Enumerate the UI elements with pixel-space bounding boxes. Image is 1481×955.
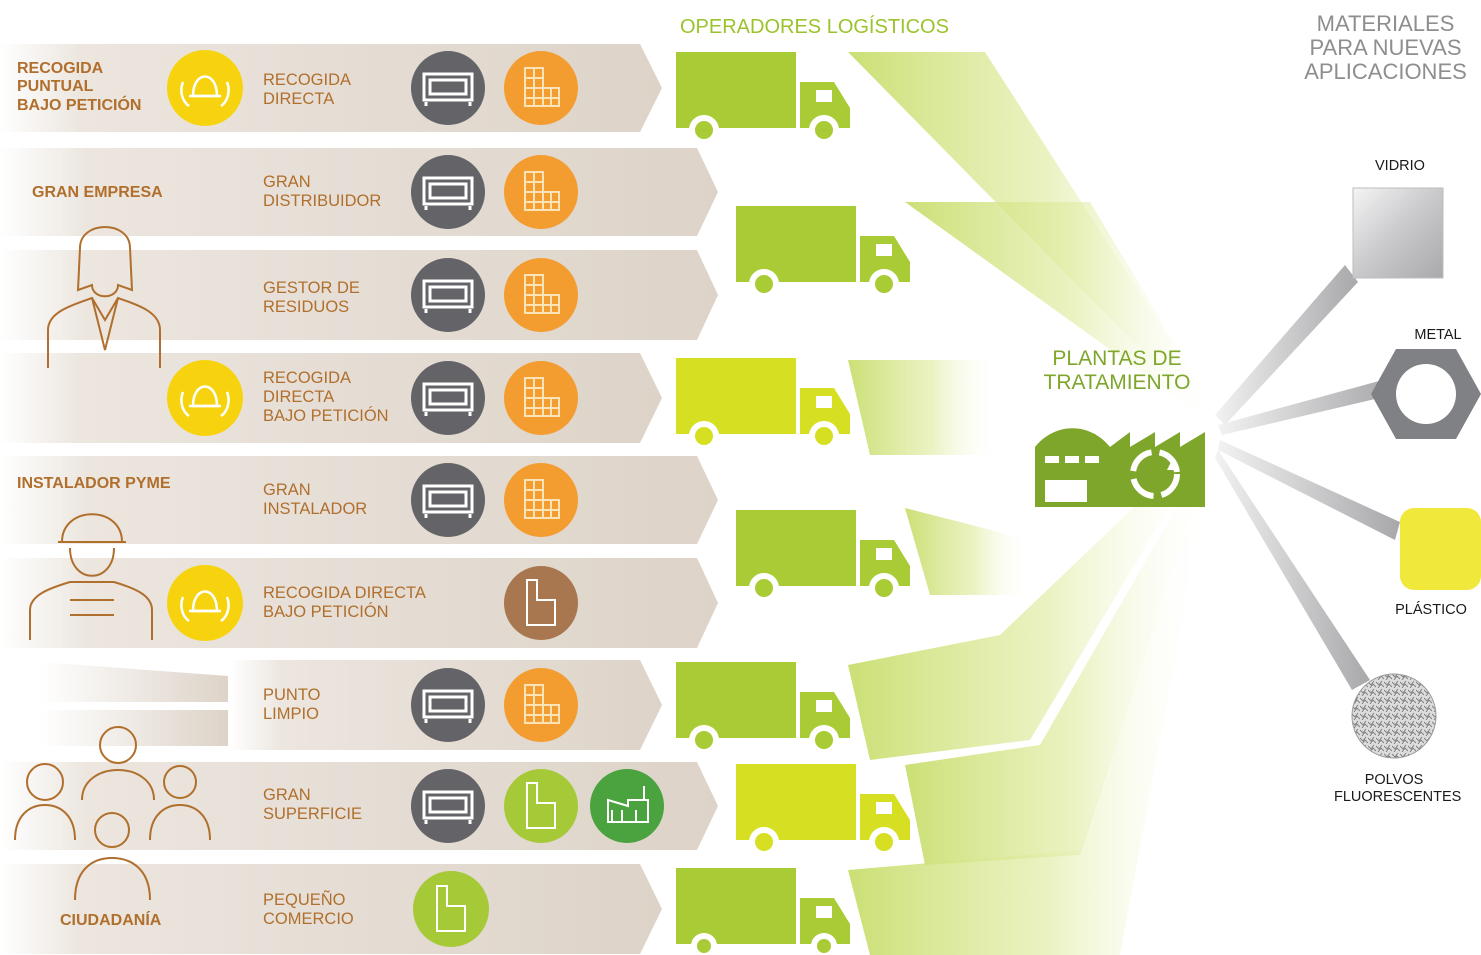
truck-icon <box>736 510 910 603</box>
channel-waste-manager: GESTOR DE RESIDUOS <box>263 279 360 316</box>
container-icon <box>411 155 485 229</box>
truck-icon <box>676 868 850 955</box>
source-citizens: CIUDADANÍA <box>60 912 162 929</box>
plastic-sample <box>1400 508 1481 590</box>
truck-icon <box>736 764 910 857</box>
container-icon <box>411 361 485 435</box>
channel-large-retail: GRAN SUPERFICIE <box>263 786 363 823</box>
shop-icon <box>413 871 489 947</box>
building-glyphs <box>524 67 560 724</box>
bell-glyphs <box>180 75 230 623</box>
operators-header: OPERADORES LOGÍSTICOS <box>680 16 949 38</box>
channel-direct-collection: RECOGIDA DIRECTA <box>263 71 352 108</box>
truck-icon <box>676 662 850 755</box>
powder-sample <box>1351 673 1437 759</box>
container-glyphs <box>422 72 474 824</box>
trucks <box>676 52 910 955</box>
funnels <box>848 52 1215 955</box>
treatment-plants-label: PLANTAS DE TRATAMIENTO <box>1043 347 1191 395</box>
bell-icon <box>167 360 243 436</box>
channel-small-shop: PEQUEÑO COMERCIO <box>263 891 354 928</box>
worker-icon <box>29 513 153 640</box>
materials <box>1351 187 1481 759</box>
material-fluorescent-powder: POLVOS FLUORESCENTES <box>1334 772 1462 805</box>
container-icon <box>411 668 485 742</box>
funnel-2 <box>905 202 1215 425</box>
container-icon <box>411 769 485 843</box>
factory-icon <box>1035 428 1205 507</box>
material-metal: METAL <box>1414 327 1462 343</box>
funnel-7 <box>848 445 1215 955</box>
material-glass: VIDRIO <box>1375 158 1425 174</box>
shop-icon <box>504 566 578 640</box>
bell-icon <box>167 565 243 641</box>
source-large-company: GRAN EMPRESA <box>32 184 163 201</box>
container-icon <box>411 258 485 332</box>
material-rays <box>1215 265 1400 690</box>
truck-icon <box>676 358 850 451</box>
funnel-6 <box>905 440 1215 865</box>
materials-header: MATERIALES PARA NUEVAS APLICACIONES <box>1304 11 1467 85</box>
shop-glyphs <box>436 579 649 932</box>
shop-icon <box>504 769 578 843</box>
funnel-5 <box>848 430 1215 760</box>
channel-direct-on-demand: RECOGIDA DIRECTA BAJO PETICIÓN <box>263 369 389 425</box>
channel-large-distributor: GRAN DISTRIBUIDOR <box>263 173 382 210</box>
source-sme-installer: INSTALADOR PYME <box>17 475 171 492</box>
person-icons <box>14 226 211 901</box>
channel-clean-point: PUNTO LIMPIO <box>263 686 321 723</box>
container-icon <box>411 463 485 537</box>
citizens-icon <box>14 726 211 901</box>
businesswoman-icon <box>47 226 161 368</box>
funnel-3 <box>848 360 1000 455</box>
glass-sample <box>1352 187 1444 279</box>
source-on-demand: RECOGIDA PUNTUAL BAJO PETICIÓN <box>17 60 142 114</box>
channel-large-installer: GRAN INSTALADOR <box>263 481 368 518</box>
bell-icon <box>167 50 243 126</box>
container-icon <box>411 51 485 125</box>
channel-direct-on-demand-sme: RECOGIDA DIRECTA BAJO PETICIÓN <box>263 584 426 621</box>
truck-icon <box>736 206 910 299</box>
truck-icon <box>676 52 850 145</box>
material-plastic: PLÁSTICO <box>1395 602 1467 618</box>
funnel-4 <box>905 508 1030 595</box>
